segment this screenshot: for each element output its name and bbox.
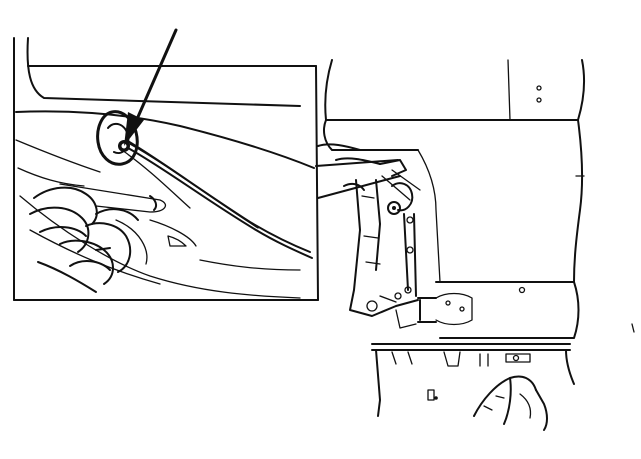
inset-hull-contours [15,37,315,299]
anti-ventilation-plate [371,343,575,417]
midsection-housing [395,281,580,339]
gearcase-skeg [473,375,548,431]
margin-marks [631,323,635,333]
detail-inset-frame [13,37,319,301]
hand-rope-coils [29,186,158,293]
mounting-bracket [317,143,421,317]
arrow-icon [124,28,178,146]
cable-bundle [121,139,313,259]
engine-cowling [323,59,586,283]
detail-leader-lines [315,159,401,199]
